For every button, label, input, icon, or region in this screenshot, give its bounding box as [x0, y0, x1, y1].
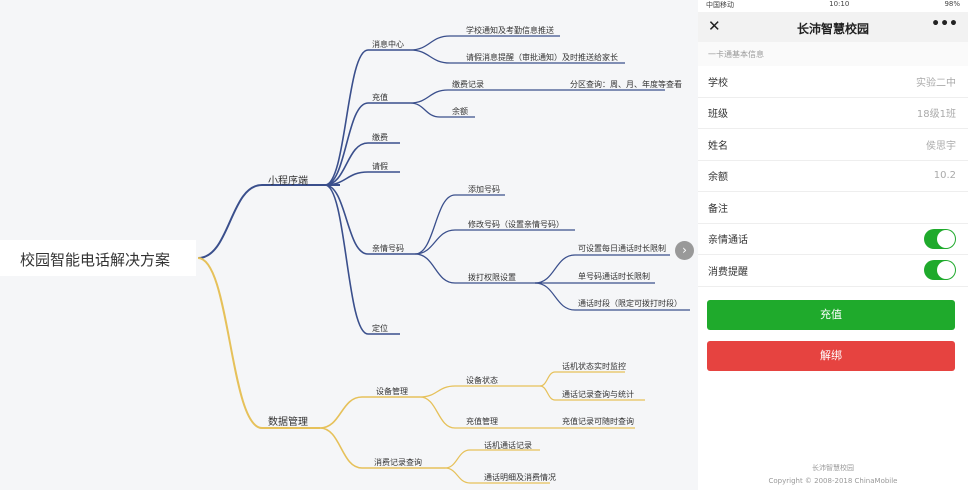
mind-map-node[interactable]: 话机通话记录 — [484, 441, 532, 450]
row-value: 实验二中 — [916, 77, 956, 89]
mind-map-edge — [409, 49, 625, 64]
mind-map-edge — [444, 467, 550, 484]
mind-map-edge — [319, 427, 445, 469]
mind-map-node[interactable]: 通话记录查询与统计 — [562, 390, 634, 399]
mind-map-edge — [419, 396, 635, 429]
toggle-switch[interactable] — [924, 260, 956, 281]
mind-map-edge — [539, 385, 645, 401]
info-row: 余额 10.2 — [698, 161, 968, 192]
mind-map-edge — [319, 396, 420, 429]
unbind-button[interactable]: 解绑 — [707, 341, 955, 371]
mind-map-node[interactable]: 余额 — [452, 107, 468, 116]
mind-map-node[interactable]: 亲情号码 — [372, 244, 404, 253]
mind-map-edge — [324, 142, 400, 186]
toggle-label: 消费提醒 — [708, 266, 748, 278]
mind-map-node[interactable]: 请假 — [372, 162, 388, 171]
mind-map-node[interactable]: 充值管理 — [466, 417, 498, 426]
status-bar: 中国移动 10:10 98% — [698, 0, 968, 12]
mind-map-edge — [324, 49, 410, 186]
more-icon[interactable]: ••• — [931, 16, 958, 32]
carrier: 中国移动 — [706, 1, 734, 9]
mind-map-node[interactable]: 通话明细及消费情况 — [484, 473, 556, 482]
mind-map-node[interactable]: 充值记录可随时查询 — [562, 417, 634, 426]
mind-map-edge — [534, 254, 670, 284]
mind-map-edge — [324, 184, 400, 335]
mind-map-edge — [414, 253, 535, 284]
mind-map-node[interactable]: 充值 — [372, 93, 388, 102]
info-row: 备注 — [698, 192, 968, 224]
mind-map-node[interactable]: 添加号码 — [468, 185, 500, 194]
mind-map — [197, 35, 690, 484]
row-label: 姓名 — [708, 140, 728, 152]
mind-map-node[interactable]: 数据管理 — [268, 417, 308, 428]
mind-map-node[interactable]: 拨打权限设置 — [468, 273, 516, 282]
footer-link[interactable]: 长沛智慧校园 — [812, 464, 854, 472]
expand-arrow-button[interactable]: › — [675, 241, 694, 260]
mind-map-node[interactable]: 可设置每日通话时长限制 — [578, 244, 666, 253]
time: 10:10 — [829, 0, 850, 8]
mind-map-node[interactable]: 消费记录查询 — [374, 458, 422, 467]
mind-map-node[interactable]: 修改号码（设置亲情号码） — [468, 220, 564, 229]
mind-map-root[interactable]: 校园智能电话解决方案 — [0, 240, 196, 276]
mind-map-edge — [409, 102, 475, 118]
mind-map-node[interactable]: 设备管理 — [376, 387, 408, 396]
phone-screen: 中国移动 10:10 98% ✕ 长沛智慧校园 ••• 一卡通基本信息 学校 实验… — [698, 0, 968, 490]
toggle-label: 亲情通话 — [708, 235, 748, 247]
toggle-switch[interactable] — [924, 228, 956, 249]
mind-map-node[interactable]: 单号码通话时长限制 — [578, 272, 650, 281]
mind-map-edge — [197, 257, 320, 429]
row-label: 班级 — [708, 109, 728, 121]
info-row: 学校 实验二中 — [698, 66, 968, 98]
mind-map-node[interactable]: 设备状态 — [466, 376, 498, 385]
mind-map-edge — [414, 194, 505, 255]
mind-map-edge — [414, 229, 575, 255]
mind-map-edge — [444, 449, 540, 469]
mind-map-edge — [324, 184, 415, 255]
row-label: 备注 — [708, 203, 728, 215]
mind-map-node[interactable]: 分区查询：周、月、年度等查看 — [570, 80, 682, 89]
row-value: 10.2 — [933, 170, 956, 182]
copyright: Copyright © 2008-2018 ChinaMobile — [768, 477, 898, 485]
recharge-button[interactable]: 充值 — [707, 300, 955, 330]
page-title: 长沛智慧校园 — [796, 22, 869, 36]
info-row: 班级 18级1班 — [698, 98, 968, 129]
mind-map-node[interactable]: 缴费记录 — [452, 80, 484, 89]
mind-map-node[interactable]: 通话时段（限定可拨打时段） — [578, 299, 682, 308]
mind-map-node[interactable]: 学校通知及考勤信息推送 — [466, 26, 554, 35]
mind-map-node[interactable]: 话机状态实时监控 — [562, 362, 626, 371]
battery: 98% — [944, 0, 960, 8]
mind-map-node[interactable]: 小程序端 — [268, 176, 308, 187]
section-subtitle: 一卡通基本信息 — [698, 42, 968, 66]
row-value: 18级1班 — [916, 109, 956, 121]
mind-map-node[interactable]: 请假消息提醒（审批通知）及时推送给家长 — [466, 53, 618, 62]
mind-map-edge — [534, 282, 690, 311]
mind-map-node[interactable]: 缴费 — [372, 133, 388, 142]
mind-map-edge — [419, 385, 540, 398]
row-label: 余额 — [708, 172, 728, 184]
row-label: 学校 — [708, 77, 728, 89]
toggle-row: 消费提醒 — [698, 255, 968, 287]
mind-map-edge — [539, 371, 625, 387]
mind-map-edge — [409, 89, 665, 104]
mind-map-edge — [409, 35, 560, 51]
mind-map-node[interactable]: 定位 — [372, 324, 388, 333]
mind-map-edge — [324, 171, 400, 186]
close-icon[interactable]: ✕ — [708, 17, 721, 35]
info-row: 姓名 侯思宇 — [698, 129, 968, 161]
toggle-row: 亲情通话 — [698, 224, 968, 255]
mind-map-edge — [197, 184, 340, 259]
mind-map-edge — [324, 102, 410, 186]
row-value: 侯思宇 — [926, 140, 956, 152]
mind-map-node[interactable]: 消息中心 — [372, 40, 404, 49]
nav-bar: ✕ 长沛智慧校园 ••• — [698, 12, 968, 42]
